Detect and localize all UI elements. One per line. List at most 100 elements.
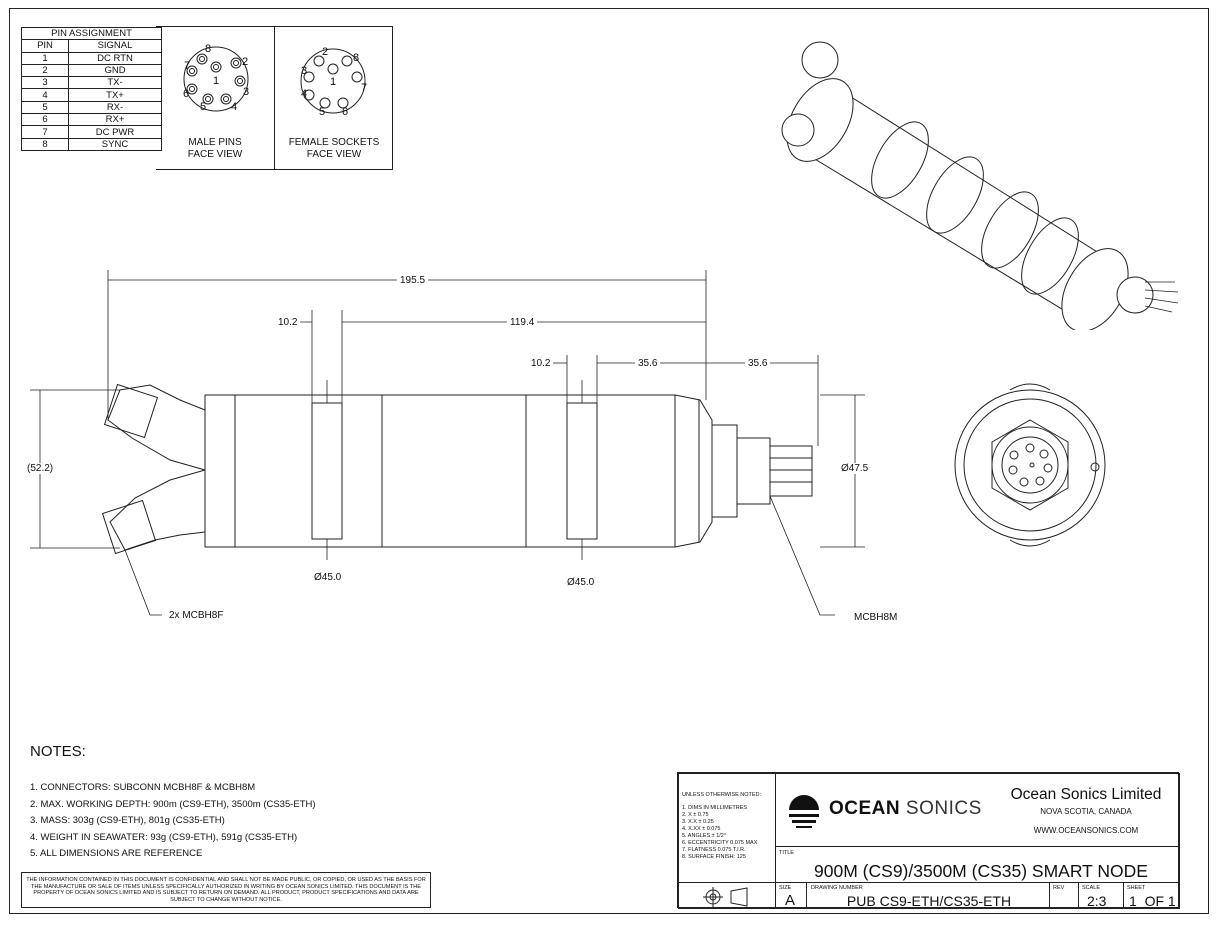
sheet-label: SHEET <box>1127 885 1146 891</box>
title-label: TITLE <box>779 850 794 856</box>
dim-seg1: 35.6 <box>635 358 661 369</box>
pin-col-header: PIN <box>21 39 69 53</box>
tolerances-box: UNLESS OTHERWISE NOTED: 1. DIMS IN MILLI… <box>678 773 776 883</box>
dim-diameter-band2: Ø45.0 <box>564 577 598 588</box>
pin-number: 7 <box>21 125 69 139</box>
ocean-sonics-logo-icon <box>789 795 819 828</box>
pin-signal: RX+ <box>68 113 162 127</box>
svg-text:7: 7 <box>184 60 190 72</box>
pin-signal: GND <box>68 63 162 78</box>
signal-col-header: SIGNAL <box>68 39 162 53</box>
projection-symbol-icon <box>703 887 748 907</box>
svg-text:6: 6 <box>183 88 189 100</box>
female-sockets-caption: FEMALE SOCKETS FACE VIEW <box>275 137 393 161</box>
male-pins-diagram: 123 456 78 <box>183 43 249 113</box>
dim-seg2: 35.6 <box>745 358 771 369</box>
tolerance-item: 4. X.XX ± 0.075 <box>682 826 721 832</box>
tolerance-item: 3. X.X ± 0.25 <box>682 819 714 825</box>
tolerance-item: 2. X ± 0.75 <box>682 812 709 818</box>
drawing-title: 900M (CS9)/3500M (CS35) SMART NODE <box>814 861 1148 881</box>
pin-signal: DC RTN <box>68 51 162 65</box>
note-item: 1. CONNECTORS: SUBCONN MCBH8F & MCBH8M <box>30 782 256 793</box>
size-value: A <box>785 892 796 909</box>
pin-signal: TX- <box>68 76 162 90</box>
scale-value: 2:3 <box>1087 893 1107 909</box>
sheet-box: SHEET 1 OF 1 <box>1123 882 1180 909</box>
svg-text:8: 8 <box>205 43 211 55</box>
note-item: 2. MAX. WORKING DEPTH: 900m (CS9-ETH), 3… <box>30 798 316 810</box>
pin-signal: RX- <box>68 100 162 115</box>
company-location: NOVA SCOTIA, CANADA <box>1040 807 1132 816</box>
rev-box: REV <box>1049 882 1079 909</box>
svg-text:4: 4 <box>231 101 237 113</box>
pin-number: 8 <box>21 137 69 151</box>
dim-height-ref: (52.2) <box>24 463 57 474</box>
female-caption-line2: FACE VIEW <box>306 149 362 160</box>
pin-number: 2 <box>21 63 69 78</box>
isometric-view <box>781 41 1179 330</box>
drawing-number-box: DRAWING NUMBER PUB CS9-ETH/CS35-ETH <box>806 882 1050 909</box>
pin-number: 4 <box>21 88 69 102</box>
pin-number: 5 <box>21 100 69 115</box>
note-item: 3. MASS: 303g (CS9-ETH), 801g (CS35-ETH) <box>30 815 225 827</box>
company-logo-text: OCEAN SONICS <box>829 798 982 820</box>
svg-text:5: 5 <box>200 101 206 113</box>
projection-box <box>678 882 776 909</box>
pin-number: 1 <box>21 51 69 65</box>
confidentiality-disclaimer: THE INFORMATION CONTAINED IN THIS DOCUME… <box>21 872 431 908</box>
svg-text:1: 1 <box>213 75 219 87</box>
dim-band2: 10.2 <box>528 358 554 369</box>
tolerances-heading: UNLESS OTHERWISE NOTED: <box>682 792 762 798</box>
tolerance-item: 8. SURFACE FINISH: 125 <box>682 854 746 860</box>
end-view <box>954 383 1106 547</box>
drawing-number: PUB CS9-ETH/CS35-ETH <box>846 893 1012 909</box>
callout-right: MCBH8M <box>851 612 901 623</box>
pin-number: 3 <box>21 76 69 90</box>
male-caption-line1: MALE PINS <box>188 137 242 148</box>
callout-left: 2x MCBH8F <box>166 610 227 621</box>
tolerance-item: 7. FLATNESS 0.075 T.I.R. <box>682 847 746 853</box>
tolerance-list: 1. DIMS IN MILLIMETRES 2. X ± 0.75 3. X.… <box>682 805 772 861</box>
svg-text:3: 3 <box>301 65 307 77</box>
drawing-number-label: DRAWING NUMBER <box>811 885 863 891</box>
dim-mid: 119.4 <box>507 317 538 328</box>
svg-text:8: 8 <box>353 52 359 64</box>
dim-band1: 10.2 <box>275 317 301 328</box>
svg-text:5: 5 <box>319 106 325 118</box>
size-label: SIZE <box>779 885 792 891</box>
svg-text:4: 4 <box>301 88 307 100</box>
scale-label: SCALE <box>1082 885 1101 891</box>
female-caption-line1: FEMALE SOCKETS <box>288 137 380 148</box>
company-name: Ocean Sonics Limited <box>1010 786 1162 803</box>
svg-text:2: 2 <box>322 46 328 58</box>
pin-number: 6 <box>21 113 69 127</box>
pin-signal: DC PWR <box>68 125 162 139</box>
svg-text:7: 7 <box>361 82 367 94</box>
size-box: SIZE A <box>775 882 807 909</box>
sheet-value: 1 OF 1 <box>1129 893 1176 909</box>
rev-label: REV <box>1053 885 1065 891</box>
note-item: 4. WEIGHT IN SEAWATER: 93g (CS9-ETH), 59… <box>30 831 298 843</box>
company-box: OCEAN SONICS Ocean Sonics Limited NOVA S… <box>775 773 1180 847</box>
dim-diameter-end: Ø47.5 <box>838 463 872 474</box>
male-pins-caption: MALE PINS FACE VIEW <box>156 137 274 161</box>
tolerance-item: 5. ANGLES ± 1/2° <box>682 833 727 839</box>
logo-bold: OCEAN <box>829 798 901 819</box>
tolerance-item: 1. DIMS IN MILLIMETRES <box>682 805 748 811</box>
pin-table-title: PIN ASSIGNMENT <box>21 26 162 41</box>
svg-text:1: 1 <box>330 76 336 88</box>
dim-overall: 195.5 <box>397 275 429 286</box>
notes-list: 1. CONNECTORS: SUBCONN MCBH8F & MCBH8M 2… <box>30 780 316 863</box>
dim-diameter-band1: Ø45.0 <box>311 572 345 583</box>
